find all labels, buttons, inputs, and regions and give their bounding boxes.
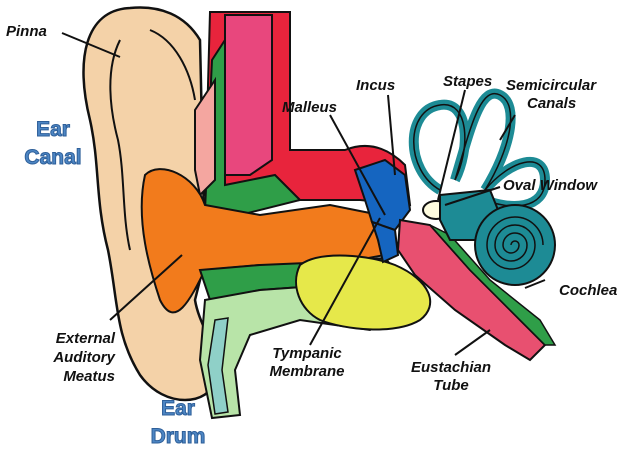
label-malleus: Malleus <box>282 100 337 116</box>
label-external-auditory-meatus-3: Meatus <box>30 369 115 385</box>
callout-ear-drum-2: Drum <box>143 425 213 449</box>
label-incus: Incus <box>356 78 395 94</box>
label-eustachian-tube-1: Eustachian <box>396 360 506 376</box>
leader-eustachian <box>455 330 490 355</box>
label-semicircular-canals-1: Semicircular <box>506 78 596 94</box>
label-tympanic-membrane-1: Tympanic <box>262 346 352 362</box>
callout-ear-drum-1: Ear <box>143 397 213 421</box>
callout-ear-canal-2: Canal <box>18 146 88 170</box>
label-tympanic-membrane-2: Membrane <box>262 364 352 380</box>
cochlea-shape <box>475 205 555 285</box>
label-stapes: Stapes <box>443 74 492 90</box>
label-eustachian-tube-2: Tube <box>396 378 506 394</box>
label-external-auditory-meatus-2: Auditory <box>30 350 115 366</box>
label-external-auditory-meatus-1: External <box>30 331 115 347</box>
label-oval-window: Oval Window <box>503 178 597 194</box>
label-pinna: Pinna <box>6 24 47 40</box>
callout-ear-canal-1: Ear <box>18 118 88 142</box>
label-semicircular-canals-2: Canals <box>527 96 576 112</box>
label-cochlea: Cochlea <box>559 283 617 299</box>
cartilage-layer <box>225 15 272 175</box>
